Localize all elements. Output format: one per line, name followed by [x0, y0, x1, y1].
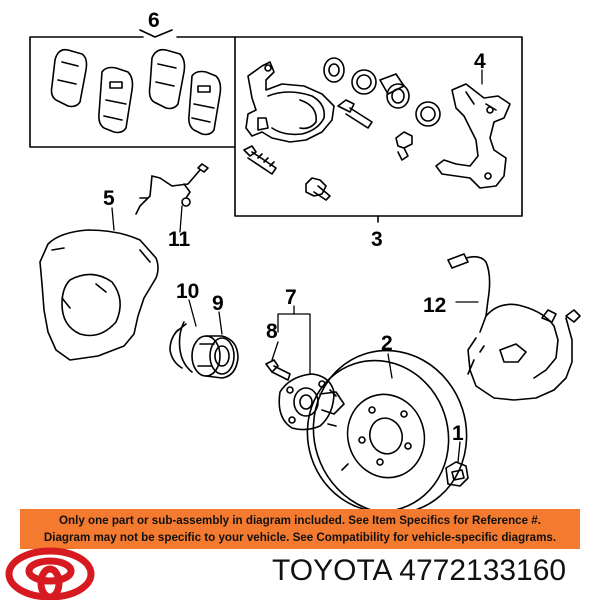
- callout-5: 5: [103, 187, 115, 210]
- brand-part-number: TOYOTA 4772133160: [272, 551, 592, 591]
- abs-speed-sensor: [447, 253, 581, 401]
- caliper-guide-pin: [337, 99, 373, 129]
- wheel-hub: [278, 373, 345, 431]
- pad-wear-sensor: [135, 163, 209, 215]
- notice-banner: Only one part or sub-assembly in diagram…: [20, 509, 580, 549]
- callout-6: 6: [148, 9, 160, 32]
- callout-4: 4: [474, 50, 486, 73]
- callout-10: 10: [176, 280, 199, 303]
- callout-9: 9: [212, 292, 224, 315]
- brake-pads: [50, 48, 222, 136]
- hub-bolt: [265, 359, 291, 381]
- callout-12: 12: [423, 294, 446, 317]
- caliper-body: [245, 61, 335, 143]
- piston-seals: [323, 57, 441, 127]
- callout-3: 3: [371, 228, 383, 251]
- brand-name: TOYOTA: [272, 554, 391, 587]
- pads-callout-leader: [139, 29, 173, 38]
- caliper-bleeder: [305, 177, 331, 201]
- toyota-logo-icon: [5, 547, 95, 600]
- part-number: 4772133160: [399, 554, 567, 587]
- caliper-bolt: [243, 145, 277, 175]
- lug-nut: [445, 461, 469, 487]
- callout-11: 11: [168, 228, 191, 251]
- notice-banner-background: [20, 509, 580, 549]
- dust-shield: [39, 229, 159, 361]
- callout-7: 7: [285, 286, 297, 309]
- hub-bearing: [191, 335, 239, 379]
- callout-leaders: [111, 69, 483, 463]
- pads-group-frame: [29, 36, 523, 217]
- callout-8: 8: [266, 320, 278, 343]
- callout-2: 2: [381, 332, 393, 355]
- notice-line-2: Diagram may not be specific to your vehi…: [43, 531, 557, 544]
- notice-line-1: Only one part or sub-assembly in diagram…: [59, 514, 541, 527]
- caliper-mounting-bracket: [435, 83, 511, 189]
- callout-1: 1: [452, 422, 464, 445]
- caliper-bushing: [395, 131, 413, 161]
- snap-ring: [169, 321, 193, 373]
